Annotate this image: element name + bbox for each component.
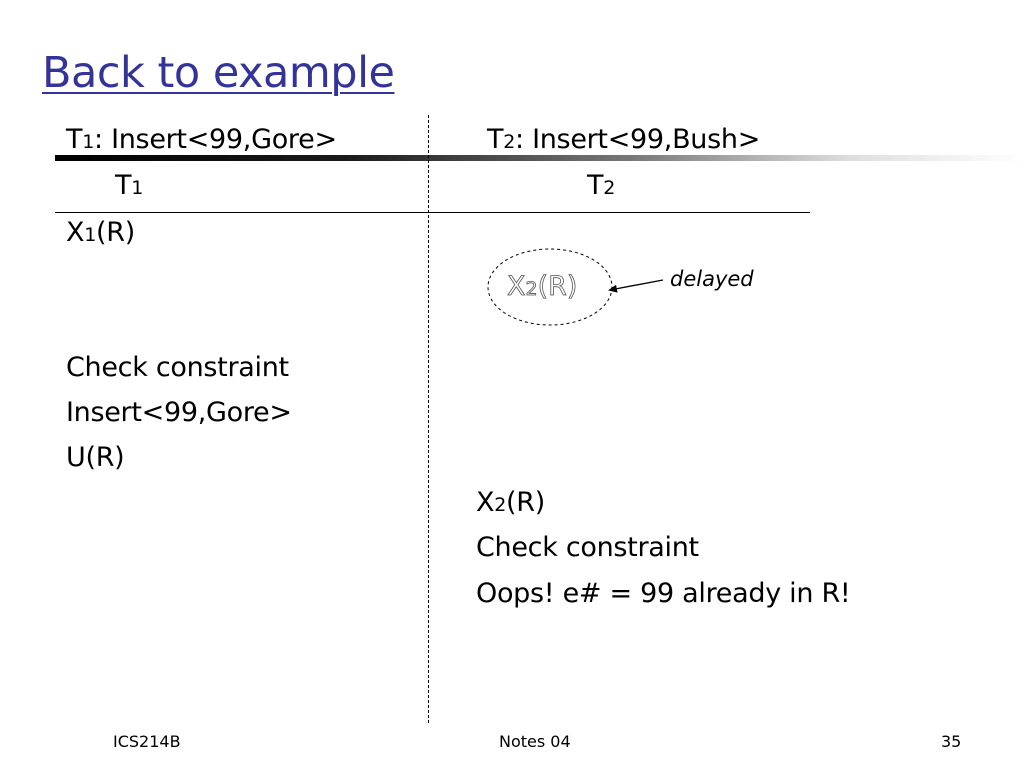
t1-lock-x1-subscript: 1: [84, 224, 96, 246]
delayed-arrow: [608, 279, 664, 293]
t1-operation: : Insert<99,Gore>: [94, 124, 337, 155]
column-header-t1-subscript: 1: [131, 177, 143, 199]
footer-notes: Notes 04: [499, 732, 571, 751]
t1-lock-x1-name: X: [66, 217, 85, 248]
t1-unlock-step: U(R): [66, 442, 125, 473]
footer-course: ICS214B: [113, 732, 181, 751]
t1-insert-step: Insert<99,Gore>: [66, 397, 292, 428]
t2-name: T: [487, 124, 504, 155]
slide-title: Back to example: [42, 48, 395, 98]
t1-lock-x1-resource: (R): [96, 217, 135, 248]
t2-lock-x2-resource: (R): [506, 487, 545, 518]
delayed-lock-x2-ghost: X2(R): [507, 271, 577, 302]
column-divider: [428, 115, 429, 723]
t2-lock-x2: X2(R): [476, 487, 545, 518]
column-header-t2-name: T: [587, 170, 604, 201]
t2-lock-x2-name: X: [476, 487, 495, 518]
t1-operation-heading: T1: Insert<99,Gore>: [66, 124, 337, 155]
delayed-label: delayed: [670, 267, 754, 291]
t1-subscript: 1: [82, 131, 94, 153]
delayed-lock-annotation: X2(R) delayed: [487, 248, 754, 326]
t1-check-constraint: Check constraint: [66, 352, 289, 383]
t2-operation: : Insert<99,Bush>: [515, 124, 761, 155]
column-header-t2: T2: [587, 170, 615, 201]
t2-check-constraint: Check constraint: [476, 532, 699, 563]
t2-subscript: 2: [503, 131, 515, 153]
column-header-t1: T1: [115, 170, 143, 201]
column-header-underline: [55, 212, 810, 213]
t2-operation-heading: T2: Insert<99,Bush>: [487, 124, 760, 155]
column-header-t1-name: T: [115, 170, 132, 201]
t1-name: T: [66, 124, 83, 155]
t2-lock-x2-subscript: 2: [494, 494, 506, 516]
column-header-t2-subscript: 2: [603, 177, 615, 199]
footer-page-number: 35: [941, 732, 962, 751]
header-gradient-rule: [55, 155, 1024, 161]
t2-oops-message: Oops! e# = 99 already in R!: [476, 578, 851, 609]
t1-lock-x1: X1(R): [66, 217, 135, 248]
